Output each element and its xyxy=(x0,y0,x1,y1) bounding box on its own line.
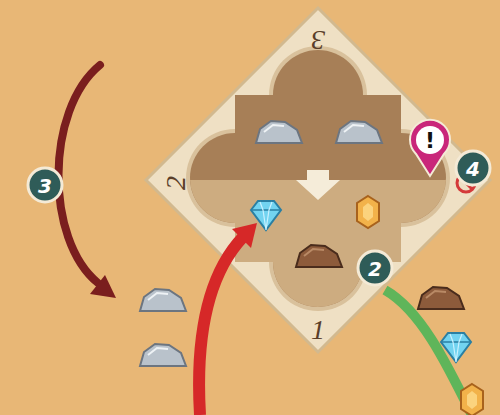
warning-mark: ! xyxy=(425,130,435,152)
callout-number: 2 xyxy=(368,259,382,279)
tile-edge-number: 1 xyxy=(311,316,325,344)
tile-edge-number: 3 xyxy=(311,26,325,54)
callout-number: 3 xyxy=(38,176,52,196)
tile-edge-number: 2 xyxy=(162,176,190,190)
callout-number: 4 xyxy=(466,159,480,179)
